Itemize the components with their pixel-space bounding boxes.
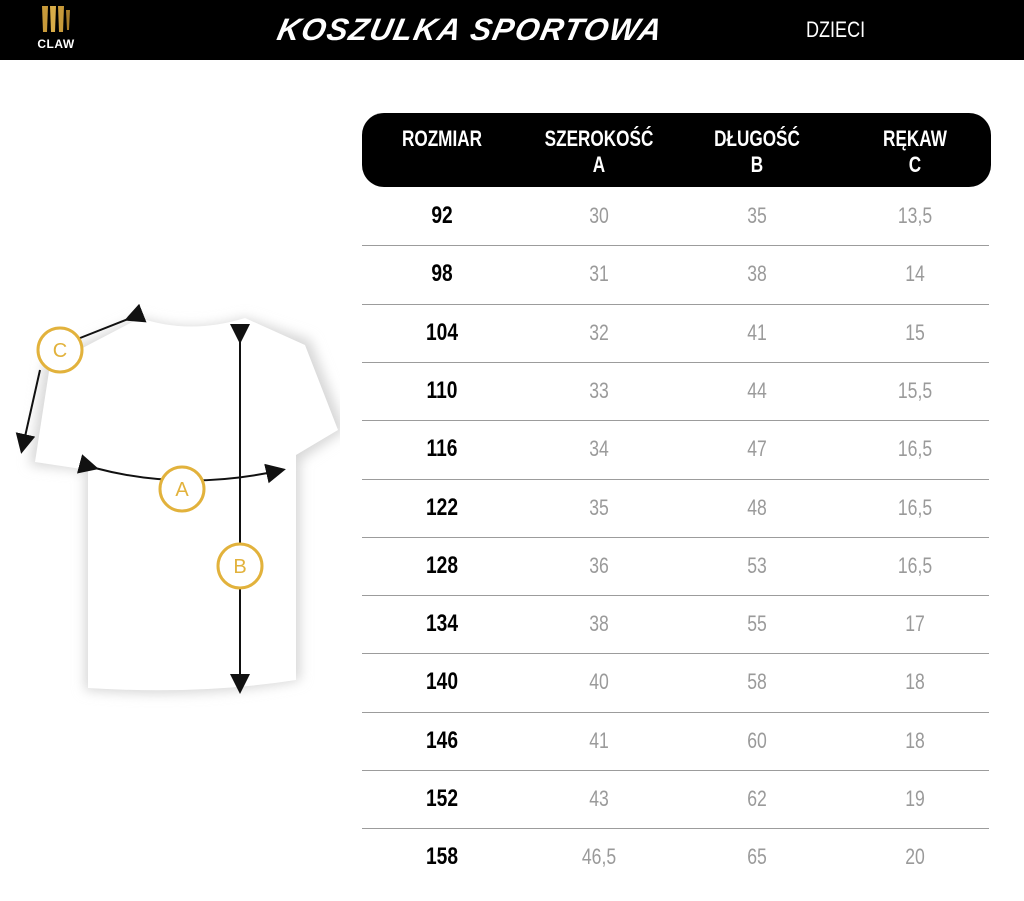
page-title: KOSZULKA SPORTOWA	[274, 12, 667, 47]
column-sleeve-c-cell: 13,5	[897, 203, 933, 228]
column-width-a-cell: 32	[589, 319, 609, 345]
table-header	[362, 113, 991, 187]
size-cell: 110	[426, 376, 458, 404]
tshirt-diagram: A B C	[0, 290, 345, 725]
column-length-b-cell: 55	[747, 611, 767, 637]
row-divider	[362, 828, 989, 829]
size-cell: 140	[425, 668, 459, 696]
column-width-a-cell: 38	[589, 611, 609, 637]
column-sleeve-c-cell: 16,5	[897, 436, 933, 462]
size-cell: 116	[426, 435, 458, 463]
column-length-b-header: DŁUGOŚĆ B	[714, 126, 800, 177]
brand-name: CLAW	[37, 37, 75, 51]
top-banner: CLAW KOSZULKA SPORTOWA DZIECI	[0, 0, 1024, 60]
marker-b: B	[216, 542, 264, 590]
size-cell: 128	[425, 551, 459, 579]
row-divider	[362, 595, 989, 596]
size-cell: 158	[425, 843, 459, 871]
column-width-a-cell: 46,5	[581, 844, 617, 870]
column-sleeve-c-cell: 18	[905, 669, 925, 695]
row-divider	[362, 653, 989, 654]
column-width-a-cell: 30	[589, 203, 609, 228]
size-cell: 146	[425, 726, 459, 754]
column-length-b-cell: 62	[747, 786, 767, 811]
column-sleeve-c-cell: 15	[905, 319, 925, 345]
sleeve-arrow-lower	[15, 369, 41, 454]
column-sleeve-c-cell: 17	[905, 611, 925, 637]
marker-a: A	[158, 465, 206, 513]
column-width-a-header: SZEROKOŚĆ A	[544, 126, 654, 177]
column-sleeve-c-cell: 20	[905, 844, 925, 870]
column-sleeve-c-cell: 14	[905, 261, 925, 287]
row-divider	[362, 770, 989, 771]
row-divider	[362, 420, 989, 421]
column-length-b-cell: 58	[747, 669, 767, 695]
column-sleeve-c-cell: 19	[905, 786, 925, 811]
column-sleeve-c-cell: 16,5	[897, 552, 933, 578]
column-sleeve-c-cell: 18	[905, 727, 925, 753]
column-width-a-cell: 43	[589, 786, 609, 811]
row-divider	[362, 362, 989, 363]
marker-c: C	[36, 326, 84, 374]
page-subtitle: DZIECI	[806, 17, 866, 42]
column-length-b-cell: 35	[747, 203, 767, 228]
column-length-b-cell: 38	[747, 261, 767, 287]
row-divider	[362, 304, 989, 305]
column-length-b-cell: 41	[747, 319, 767, 345]
size-cell: 152	[425, 785, 459, 812]
size-cell: 134	[425, 610, 459, 638]
column-length-b-cell: 60	[747, 727, 767, 753]
column-width-a-cell: 40	[589, 669, 609, 695]
column-width-a-cell: 34	[589, 436, 609, 462]
row-divider	[362, 537, 989, 538]
column-width-a-cell: 41	[589, 727, 609, 753]
claw-logo: CLAW	[33, 4, 79, 56]
marker-b-label: B	[233, 556, 246, 578]
column-length-b-cell: 44	[747, 377, 767, 403]
row-divider	[362, 245, 989, 246]
column-size-header: ROZMIAR	[401, 126, 483, 151]
size-cell: 104	[425, 318, 459, 346]
size-cell: 92	[431, 202, 453, 229]
marker-a-label: A	[175, 479, 189, 501]
column-length-b-cell: 53	[747, 552, 767, 578]
size-cell: 98	[431, 260, 453, 288]
column-width-a-cell: 31	[589, 261, 609, 287]
column-sleeve-c-cell: 16,5	[897, 494, 933, 520]
column-width-a-cell: 36	[589, 552, 609, 578]
row-divider	[362, 479, 989, 480]
column-length-b-cell: 48	[747, 494, 767, 520]
column-width-a-cell: 35	[589, 494, 609, 520]
row-divider	[362, 712, 989, 713]
sleeve-arrow	[74, 303, 147, 341]
column-length-b-cell: 47	[747, 436, 767, 462]
column-sleeve-c-header: RĘKAW C	[883, 126, 947, 177]
column-length-b-cell: 65	[747, 844, 767, 870]
column-width-a-cell: 33	[589, 377, 609, 403]
claw-mark-icon	[42, 6, 70, 32]
marker-c-label: C	[53, 340, 67, 362]
column-sleeve-c-cell: 15,5	[897, 377, 933, 403]
size-cell: 122	[425, 493, 459, 521]
